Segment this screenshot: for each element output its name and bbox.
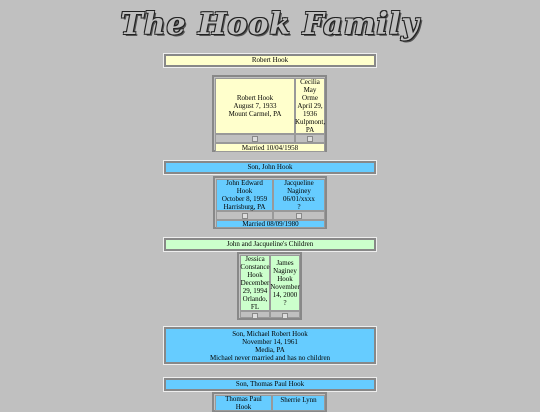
section-header-robert: Robert Hook xyxy=(163,53,377,68)
child-jessica: Jessica Constance Hook December 29, 1994… xyxy=(240,255,270,311)
couple-table-john: John Edward Hook October 8, 1959 Harrisb… xyxy=(213,176,327,229)
broken-image-icon xyxy=(282,313,288,319)
child-james: James Naginey Hook November 14, 2000 ? xyxy=(270,255,300,311)
person-john: John Edward Hook October 8, 1959 Harrisb… xyxy=(216,179,273,211)
person-sherrie: Sherrie Lynn xyxy=(272,395,325,411)
broken-image-icon xyxy=(252,136,258,142)
children-table: Jessica Constance Hook December 29, 1994… xyxy=(237,252,302,320)
photo-cecilia[interactable] xyxy=(295,134,325,143)
person-cecilia: Cecilia May Orme April 29, 1936 Kulpmont… xyxy=(294,78,326,134)
section-header-john: Son, John Hook xyxy=(163,160,377,175)
person-robert: Robert Hook August 7, 1933 Mount Carmel,… xyxy=(215,78,295,134)
broken-image-icon xyxy=(252,313,258,319)
person-thomas: Thomas Paul Hook xyxy=(215,395,272,411)
section-michael: Son, Michael Robert Hook November 14, 19… xyxy=(163,326,377,365)
photo-james[interactable] xyxy=(270,311,300,319)
page-title: The Hook Family xyxy=(120,7,420,42)
broken-image-icon xyxy=(307,136,313,142)
photo-robert[interactable] xyxy=(215,134,295,143)
marriage-date-robert: Married 10/04/1958 xyxy=(215,143,325,152)
broken-image-icon xyxy=(296,213,302,219)
person-jacqueline: Jacqueline Naginey 06/01/xxxx ? xyxy=(273,179,325,211)
marriage-date-john: Married 08/09/1980 xyxy=(216,220,325,228)
broken-image-icon xyxy=(241,213,248,219)
section-header-children: John and Jacqueline's Children xyxy=(163,237,377,252)
couple-table-thomas: Thomas Paul Hook Sherrie Lynn xyxy=(212,392,327,412)
photo-john[interactable] xyxy=(216,211,273,220)
section-header-thomas: Son, Thomas Paul Hook xyxy=(163,377,377,392)
photo-jessica[interactable] xyxy=(240,311,270,319)
couple-table-robert: Robert Hook August 7, 1933 Mount Carmel,… xyxy=(212,75,327,152)
photo-jacqueline[interactable] xyxy=(273,211,325,220)
